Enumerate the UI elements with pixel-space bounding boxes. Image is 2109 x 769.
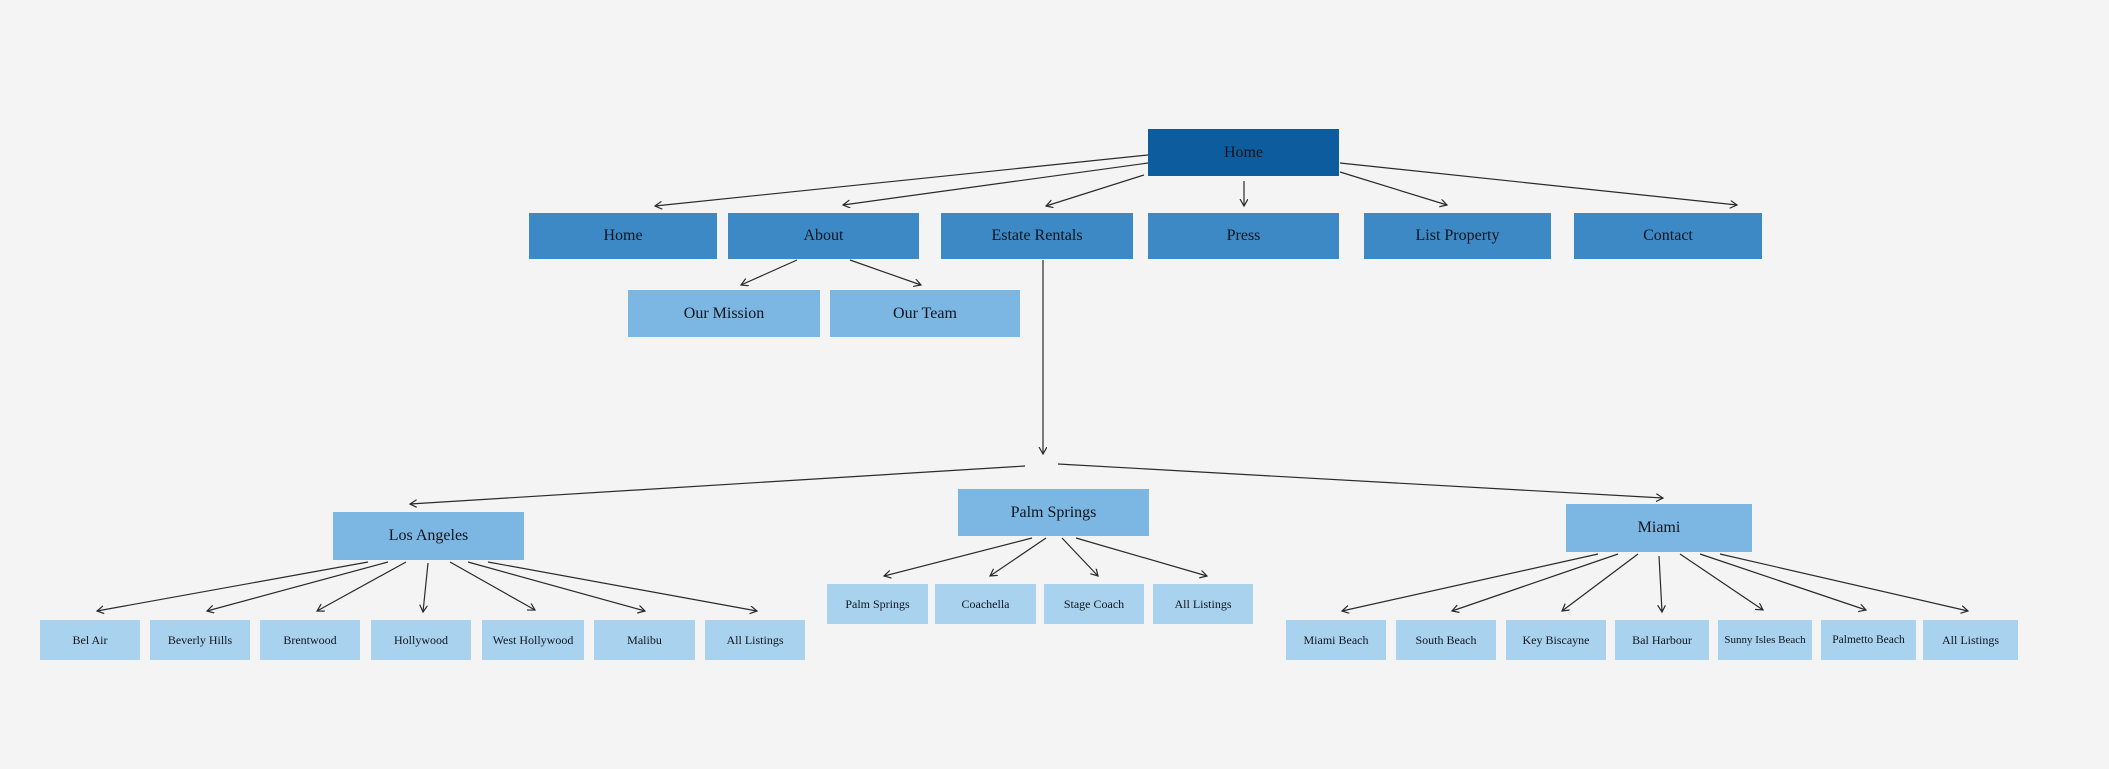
node-about[interactable]: About bbox=[728, 213, 919, 259]
edge-root-about bbox=[843, 162, 1149, 205]
node-palm-springs[interactable]: Palm Springs bbox=[958, 489, 1149, 536]
node-sunny-isles-beach[interactable]: Sunny Isles Beach bbox=[1718, 620, 1812, 660]
edge-ps-coachella bbox=[990, 537, 1047, 576]
node-estate-rentals[interactable]: Estate Rentals bbox=[941, 213, 1133, 259]
edge-miami-palmetto bbox=[1699, 553, 1866, 610]
edge-about-our-mission bbox=[741, 259, 798, 285]
node-contact[interactable]: Contact bbox=[1574, 213, 1762, 259]
node-our-mission[interactable]: Our Mission bbox=[628, 290, 820, 337]
node-stage-coach[interactable]: Stage Coach bbox=[1044, 584, 1144, 624]
node-malibu[interactable]: Malibu bbox=[594, 620, 695, 660]
node-west-hollywood[interactable]: West Hollywood bbox=[482, 620, 584, 660]
node-palm-springs-city[interactable]: Palm Springs bbox=[827, 584, 928, 624]
edge-root-estate-rentals bbox=[1046, 174, 1145, 206]
node-key-biscayne[interactable]: Key Biscayne bbox=[1506, 620, 1606, 660]
edge-miami-all-listings bbox=[1719, 553, 1968, 611]
edge-la-all-listings bbox=[487, 561, 757, 611]
edge-ps-all-listings bbox=[1075, 537, 1207, 576]
node-la-all-listings[interactable]: All Listings bbox=[705, 620, 805, 660]
edge-root-list-property bbox=[1339, 171, 1447, 205]
edge-miami-south-beach bbox=[1452, 553, 1619, 611]
edge-miami-key-biscayne bbox=[1562, 553, 1639, 611]
node-miami[interactable]: Miami bbox=[1566, 504, 1752, 552]
node-miami-all-listings[interactable]: All Listings bbox=[1923, 620, 2018, 660]
node-press[interactable]: Press bbox=[1148, 213, 1339, 259]
node-south-beach[interactable]: South Beach bbox=[1396, 620, 1496, 660]
edge-la-hollywood bbox=[423, 562, 429, 612]
node-home[interactable]: Home bbox=[529, 213, 717, 259]
node-our-team[interactable]: Our Team bbox=[830, 290, 1020, 337]
edge-ps-stage-coach bbox=[1061, 537, 1098, 576]
node-hollywood[interactable]: Hollywood bbox=[371, 620, 471, 660]
node-ps-all-listings[interactable]: All Listings bbox=[1153, 584, 1253, 624]
edge-ps-palm-springs bbox=[884, 537, 1033, 576]
edge-miami-miami-beach bbox=[1342, 553, 1599, 611]
node-brentwood[interactable]: Brentwood bbox=[260, 620, 360, 660]
node-list-property[interactable]: List Property bbox=[1364, 213, 1551, 259]
node-bel-air[interactable]: Bel Air bbox=[40, 620, 140, 660]
node-coachella[interactable]: Coachella bbox=[935, 584, 1036, 624]
node-root-home[interactable]: Home bbox=[1148, 129, 1339, 176]
edge-la-bel-air bbox=[97, 561, 369, 611]
edge-root-home bbox=[655, 154, 1149, 206]
edge-trunk-los-angeles bbox=[410, 465, 1026, 504]
node-miami-beach[interactable]: Miami Beach bbox=[1286, 620, 1386, 660]
edge-about-our-team bbox=[849, 259, 921, 285]
edge-la-west-hollywood bbox=[449, 561, 535, 610]
edge-la-malibu bbox=[467, 561, 645, 611]
edge-root-contact bbox=[1339, 162, 1737, 205]
edge-la-beverly-hills bbox=[207, 561, 389, 611]
edge-miami-sunny-isles bbox=[1679, 553, 1763, 610]
edge-la-brentwood bbox=[317, 561, 407, 611]
node-palmetto-beach[interactable]: Palmetto Beach bbox=[1821, 620, 1916, 660]
node-beverly-hills[interactable]: Beverly Hills bbox=[150, 620, 250, 660]
node-los-angeles[interactable]: Los Angeles bbox=[333, 512, 524, 560]
edge-miami-bal-harbour bbox=[1659, 555, 1662, 612]
node-bal-harbour[interactable]: Bal Harbour bbox=[1615, 620, 1709, 660]
